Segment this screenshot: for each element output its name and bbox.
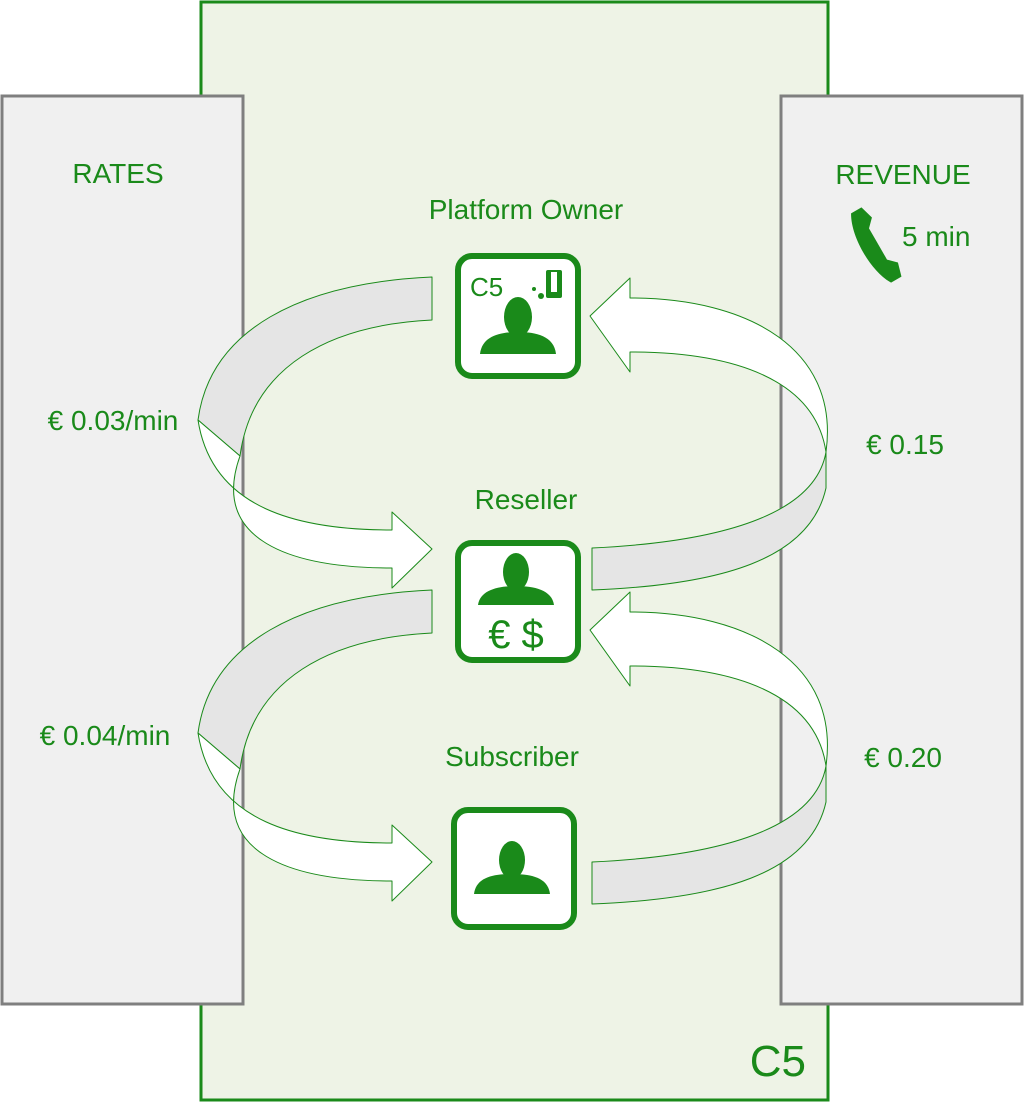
revenue-arrow-reseller-to-owner-front xyxy=(589,277,828,453)
call-duration: 5 min xyxy=(902,221,970,252)
revenue-title: REVENUE xyxy=(835,159,970,190)
reseller-currency: € $ xyxy=(488,613,544,657)
revenue-arrow-subscriber-to-reseller-front xyxy=(589,591,828,767)
platform-owner-label: Platform Owner xyxy=(429,194,624,225)
reseller-icon: € $ xyxy=(455,540,581,663)
revenue-panel xyxy=(779,94,1024,1006)
revenue-arrow-reseller-to-owner-back xyxy=(591,451,827,591)
platform-owner-badge: C5 xyxy=(470,272,503,302)
rate-owner-to-reseller: € 0.03/min xyxy=(48,405,179,436)
subscriber-icon xyxy=(451,807,577,930)
revenue-subscriber-to-reseller: € 0.20 xyxy=(864,742,942,773)
phone-handset-icon xyxy=(851,207,902,283)
reseller-label: Reseller xyxy=(475,484,578,515)
platform-owner-icon: C5 xyxy=(455,253,581,379)
subscriber-label: Subscriber xyxy=(445,741,579,772)
rates-panel xyxy=(0,94,245,1006)
rate-arrow-owner-to-reseller-front xyxy=(197,419,433,589)
rate-reseller-to-subscriber: € 0.04/min xyxy=(40,720,171,751)
revenue-reseller-to-owner: € 0.15 xyxy=(866,429,944,460)
rates-title: RATES xyxy=(72,158,163,189)
c5-logo: C5 xyxy=(750,1037,806,1086)
revenue-arrow-subscriber-to-reseller-back xyxy=(591,765,827,905)
rate-arrow-reseller-to-subscriber-front xyxy=(197,732,433,902)
